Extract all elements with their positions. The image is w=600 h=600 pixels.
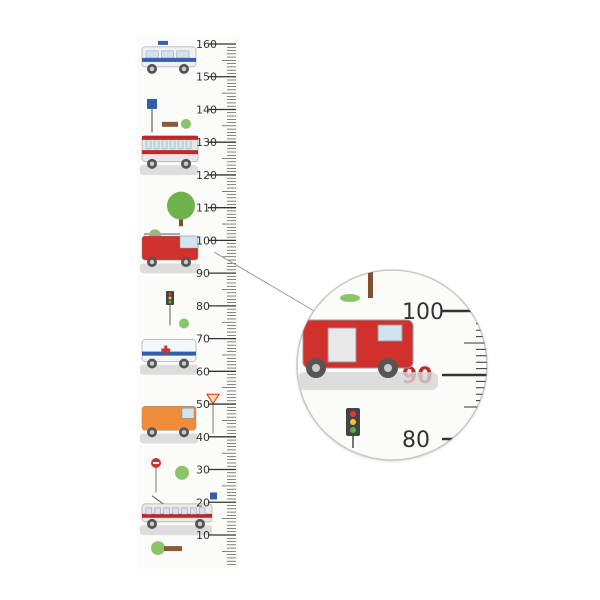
zoom-connector-line <box>213 251 317 313</box>
ruler-ticks: 160 150 140 130 120 110 100 90 80 70 60 50 40 30 20 10 <box>196 38 236 565</box>
tick-label-10: 10 <box>196 529 210 542</box>
wheel <box>147 427 157 438</box>
wheel <box>181 257 191 268</box>
police-van <box>141 46 197 68</box>
tick-label-110: 110 <box>196 202 217 215</box>
zoom-label-80: 80 <box>402 428 430 453</box>
wheel <box>147 358 157 369</box>
zoom-fire-truck-door <box>327 327 357 363</box>
illustrations <box>140 40 220 556</box>
tick-label-80: 80 <box>196 300 210 313</box>
wheel <box>179 358 189 369</box>
tick-label-100: 100 <box>196 234 217 247</box>
tram-stop-sign <box>210 492 217 500</box>
wheel <box>179 63 189 74</box>
tick-label-130: 130 <box>196 136 217 149</box>
red-bus <box>141 135 199 163</box>
bus-stop-sign <box>147 98 157 109</box>
tick-label-60: 60 <box>196 365 210 378</box>
zoom-fire-truck-window <box>377 324 403 342</box>
tick-label-50: 50 <box>196 398 210 411</box>
zoom-grass <box>340 294 360 302</box>
tick-label-40: 40 <box>196 431 210 444</box>
wheel <box>147 257 157 268</box>
wheel <box>147 63 157 74</box>
tree-crown <box>167 191 195 220</box>
fire-truck-window <box>179 235 199 249</box>
bush <box>175 465 189 480</box>
tick-label-70: 70 <box>196 333 210 346</box>
garbage-truck-window <box>181 408 195 419</box>
bush <box>179 318 189 329</box>
wheel <box>179 427 189 438</box>
bench <box>162 121 178 127</box>
bush <box>181 118 191 129</box>
wheel <box>147 158 157 169</box>
bush <box>151 541 165 556</box>
tick-label-90: 90 <box>196 267 210 280</box>
road-shadow <box>140 525 212 536</box>
tram <box>141 503 213 523</box>
tick-label-20: 20 <box>196 496 210 509</box>
zoom-road <box>298 372 438 390</box>
zoom-tree-trunk <box>368 270 373 298</box>
tick-label-160: 160 <box>196 38 217 51</box>
tick-label-140: 140 <box>196 103 217 116</box>
tick-label-120: 120 <box>196 169 217 182</box>
tree-trunk <box>179 214 183 227</box>
wheel <box>195 518 205 529</box>
wheel <box>147 518 157 529</box>
siren-light <box>158 40 168 45</box>
yield-sign <box>206 393 220 405</box>
tick-label-30: 30 <box>196 464 210 477</box>
bus-roof-stripe <box>142 135 198 140</box>
wheel <box>181 158 191 169</box>
ambulance <box>141 339 197 362</box>
tick-label-150: 150 <box>196 71 217 84</box>
bench <box>164 546 182 552</box>
